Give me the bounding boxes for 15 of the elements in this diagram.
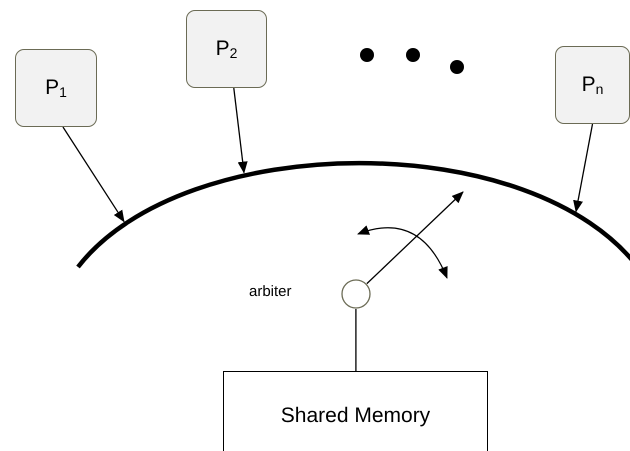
node-label: Shared Memory [280,404,430,428]
node-label: P$_{1}$ [45,76,67,100]
node-label: P$_{n}$ [582,73,604,97]
node-label: P$_{2}$ [216,37,238,61]
arbiter-circle [341,279,371,309]
connector-line [355,309,357,371]
processor-box [555,46,630,124]
arbiter-label: arbiter [249,283,292,300]
memory-box [223,371,488,451]
processor-box [186,10,267,88]
arrow [573,124,594,212]
processor-box [15,49,97,127]
arrow [62,126,125,222]
arrow [366,191,464,284]
arrow [233,88,248,174]
